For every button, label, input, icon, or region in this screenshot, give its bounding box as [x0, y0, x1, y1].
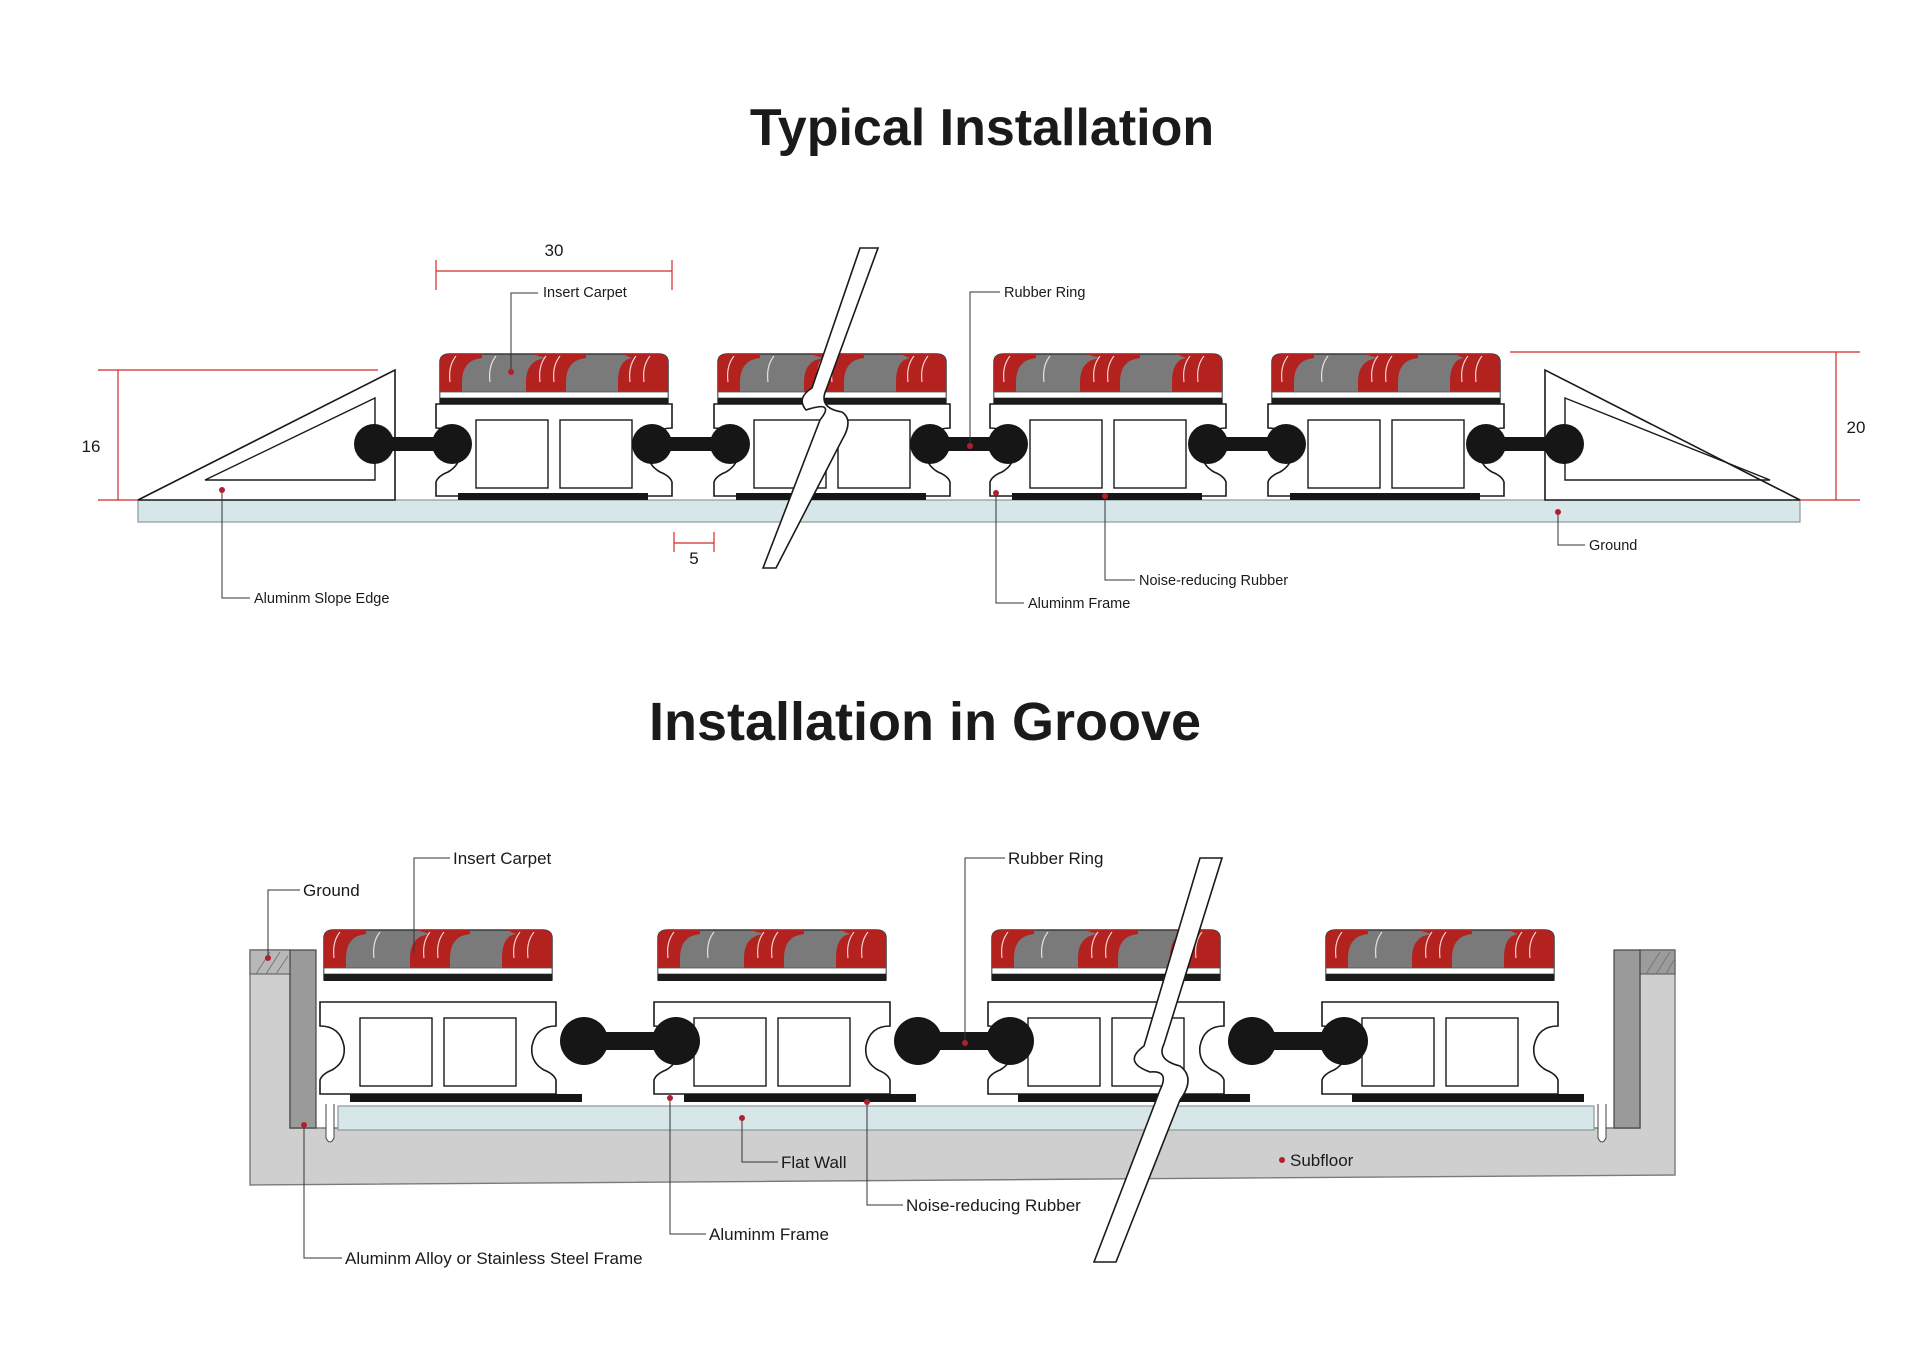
typical-module-3 [989, 351, 1227, 500]
groove-label-flat-wall: Flat Wall [781, 1153, 847, 1172]
dim-height-left-label: 16 [82, 437, 101, 456]
dim-gap-label: 5 [689, 549, 698, 568]
groove-module-2 [653, 927, 916, 1102]
groove-subfloor [249, 949, 1676, 1186]
typical-leaders [219, 291, 1585, 604]
label-rubber-ring: Rubber Ring [1004, 285, 1085, 301]
label-ground: Ground [1589, 538, 1637, 554]
typical-module-4 [1267, 351, 1505, 500]
left-slope-edge [137, 368, 396, 501]
typical-installation-title: Typical Installation [750, 99, 1214, 157]
label-insert-carpet: Insert Carpet [543, 285, 627, 301]
dim-width-30: 30 [435, 241, 673, 290]
right-slope-edge [1544, 368, 1801, 501]
groove-side-frames [289, 949, 1641, 1143]
groove-label-rubber-ring: Rubber Ring [1008, 849, 1103, 868]
typical-module-1 [435, 351, 673, 500]
groove-module-3 [987, 927, 1250, 1102]
groove-module-1 [319, 927, 582, 1102]
groove-label-ground: Ground [303, 881, 360, 900]
groove-leaders [265, 857, 1285, 1259]
dim-height-16: 16 [82, 369, 378, 501]
label-aluminum-frame: Aluminm Frame [1028, 596, 1130, 612]
typical-break-line [761, 247, 880, 569]
groove-label-subfloor: Subfloor [1290, 1151, 1354, 1170]
groove-label-frame: Aluminm Alloy or Stainless Steel Frame [345, 1249, 643, 1268]
groove-installation-title: Installation in Groove [649, 692, 1201, 752]
groove-flat-wall [337, 1105, 1595, 1131]
groove-label-insert-carpet: Insert Carpet [453, 849, 552, 868]
groove-label-noise-reducing-rubber: Noise-reducing Rubber [906, 1196, 1081, 1215]
dim-gap-5: 5 [673, 532, 715, 568]
typical-ground-slab [137, 499, 1801, 523]
groove-label-aluminum-frame: Aluminm Frame [709, 1225, 829, 1244]
groove-break-line [1092, 857, 1224, 1263]
groove-module-4 [1321, 927, 1584, 1102]
typical-module-2 [713, 351, 951, 500]
label-noise-reducing-rubber: Noise-reducing Rubber [1139, 573, 1288, 589]
dim-height-20: 20 [1510, 351, 1866, 501]
label-aluminum-slope-edge: Aluminm Slope Edge [254, 591, 389, 607]
typical-rubber-rings [354, 424, 1584, 464]
dim-width-label: 30 [545, 241, 564, 260]
dim-height-right-label: 20 [1847, 418, 1866, 437]
groove-rubber-rings [560, 1017, 1368, 1065]
